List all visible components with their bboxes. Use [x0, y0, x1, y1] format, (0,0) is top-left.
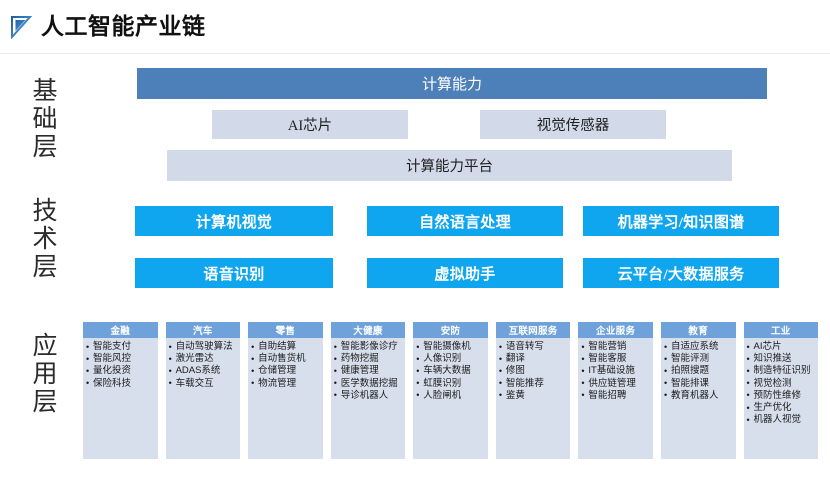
application-column[interactable]: 互联网服务语音转写翻译修图智能推荐鉴黄 [495, 322, 571, 459]
application-item: 智能评测 [664, 353, 734, 365]
application-item: 自动驾驶算法 [169, 340, 239, 353]
layer-label-application-char-3: 层 [32, 389, 58, 416]
application-item: 教育机器人 [664, 389, 734, 402]
application-item: 自助结算 [251, 340, 321, 353]
application-column-title: 大健康 [330, 322, 406, 338]
technology-block-machine-learning[interactable]: 机器学习/知识图谱 [583, 206, 779, 236]
application-item: 智能排课 [664, 377, 734, 390]
technology-block-virtual-assistant[interactable]: 虚拟助手 [367, 258, 563, 288]
page-header: 人工智能产业链 [0, 0, 830, 54]
application-item: 导诊机器人 [334, 389, 404, 402]
application-item: 虹膜识别 [416, 377, 486, 390]
application-item: 语音转写 [499, 340, 569, 353]
foundation-block-compute-power[interactable]: 计算能力 [137, 68, 767, 99]
application-item: 保险科技 [86, 377, 156, 390]
application-column-items: 智能支付智能风控量化投资保险科技 [83, 338, 158, 459]
layer-label-foundation: 基 础 层 [24, 78, 66, 162]
application-item: 智能客服 [581, 353, 651, 365]
application-item: 智能招聘 [581, 389, 651, 402]
application-column[interactable]: 工业AI芯片知识推送制造特征识别视觉检测预防性维修生产优化机器人视觉 [743, 322, 819, 459]
application-item: 车载交互 [169, 377, 239, 390]
application-item: 人像识别 [416, 353, 486, 365]
application-item: 生产优化 [747, 402, 817, 414]
application-column-items: 语音转写翻译修图智能推荐鉴黄 [496, 338, 571, 459]
application-item: 知识推送 [747, 353, 817, 365]
application-item: 医学数据挖掘 [334, 377, 404, 390]
foundation-block-vision-sensor[interactable]: 视觉传感器 [480, 110, 666, 139]
technology-block-speech-recognition[interactable]: 语音识别 [135, 258, 333, 288]
layer-label-technology: 技 术 层 [24, 198, 66, 282]
application-column-title: 安防 [413, 322, 488, 338]
application-column[interactable]: 安防智能摄像机人像识别车辆大数据虹膜识别人脸闸机 [413, 322, 488, 459]
page-title: 人工智能产业链 [41, 13, 206, 39]
application-column-title: 教育 [660, 322, 736, 338]
application-item: 物流管理 [251, 377, 321, 390]
application-column[interactable]: 汽车自动驾驶算法激光雷达ADAS系统车载交互 [165, 322, 241, 459]
application-column-title: 互联网服务 [495, 322, 571, 338]
application-column-title: 零售 [248, 322, 323, 338]
application-column[interactable]: 企业服务智能营销智能客服IT基础设施供应链管理智能招聘 [578, 322, 653, 459]
foundation-block-compute-platform[interactable]: 计算能力平台 [167, 150, 732, 181]
application-item: 健康管理 [334, 365, 404, 377]
application-item: 制造特征识别 [747, 365, 817, 377]
application-column-title: 工业 [743, 322, 819, 338]
application-column-items: AI芯片知识推送制造特征识别视觉检测预防性维修生产优化机器人视觉 [744, 338, 819, 459]
technology-block-nlp[interactable]: 自然语言处理 [367, 206, 563, 236]
application-column-items: 智能营销智能客服IT基础设施供应链管理智能招聘 [578, 338, 653, 459]
application-item: 修图 [499, 365, 569, 377]
application-item: 智能推荐 [499, 377, 569, 390]
application-item: 人脸闸机 [416, 389, 486, 402]
application-item: 机器人视觉 [747, 414, 817, 426]
application-item: 车辆大数据 [416, 365, 486, 377]
application-item: 预防性维修 [747, 389, 817, 402]
application-item: 翻译 [499, 353, 569, 365]
layer-label-foundation-char-3: 层 [32, 134, 58, 161]
application-item: 激光雷达 [169, 353, 239, 365]
application-item: 自动售货机 [251, 353, 321, 365]
application-item: IT基础设施 [581, 365, 651, 377]
play-triangle-icon [11, 15, 32, 39]
application-column-title: 金融 [83, 322, 158, 338]
application-item: 智能风控 [86, 353, 156, 365]
technology-block-computer-vision[interactable]: 计算机视觉 [135, 206, 333, 236]
application-item: 智能营销 [581, 340, 651, 353]
application-column-items: 智能影像诊疗药物挖掘健康管理医学数据挖掘导诊机器人 [331, 338, 406, 459]
application-item: 智能摄像机 [416, 340, 486, 353]
application-column-title: 汽车 [165, 322, 241, 338]
application-item: ADAS系统 [169, 365, 239, 377]
application-column[interactable]: 大健康智能影像诊疗药物挖掘健康管理医学数据挖掘导诊机器人 [330, 322, 406, 459]
layer-label-technology-char-3: 层 [32, 254, 58, 281]
layer-label-application-char-2: 用 [32, 361, 58, 388]
technology-block-cloud-bigdata[interactable]: 云平台/大数据服务 [583, 258, 779, 288]
application-column[interactable]: 零售自助结算自动售货机仓储管理物流管理 [248, 322, 323, 459]
application-item: 药物挖掘 [334, 353, 404, 365]
application-item: 视觉检测 [747, 377, 817, 390]
application-item: 鉴黄 [499, 389, 569, 402]
application-item: 自适应系统 [664, 340, 734, 353]
application-item: 智能支付 [86, 340, 156, 353]
layer-label-application-char-1: 应 [32, 333, 58, 360]
application-columns: 金融智能支付智能风控量化投资保险科技汽车自动驾驶算法激光雷达ADAS系统车载交互… [83, 322, 819, 459]
layer-label-foundation-char-2: 础 [32, 106, 58, 133]
application-item: 仓储管理 [251, 365, 321, 377]
application-item: 智能影像诊疗 [334, 340, 404, 353]
application-item: 供应链管理 [581, 377, 651, 390]
application-column[interactable]: 教育自适应系统智能评测拍照搜题智能排课教育机器人 [660, 322, 736, 459]
application-column-items: 自动驾驶算法激光雷达ADAS系统车载交互 [166, 338, 241, 459]
application-column-items: 自适应系统智能评测拍照搜题智能排课教育机器人 [661, 338, 736, 459]
application-item: 量化投资 [86, 365, 156, 377]
application-item: AI芯片 [747, 340, 817, 353]
foundation-block-ai-chip[interactable]: AI芯片 [212, 110, 408, 139]
application-column-items: 智能摄像机人像识别车辆大数据虹膜识别人脸闸机 [413, 338, 488, 459]
layer-label-technology-char-2: 术 [32, 226, 58, 253]
application-column-title: 企业服务 [578, 322, 653, 338]
layer-label-technology-char-1: 技 [32, 198, 58, 225]
application-column-items: 自助结算自动售货机仓储管理物流管理 [248, 338, 323, 459]
application-column[interactable]: 金融智能支付智能风控量化投资保险科技 [83, 322, 158, 459]
layer-label-foundation-char-1: 基 [32, 78, 58, 105]
application-item: 拍照搜题 [664, 365, 734, 377]
layer-label-application: 应 用 层 [24, 333, 66, 417]
header-inner: 人工智能产业链 [0, 0, 830, 53]
